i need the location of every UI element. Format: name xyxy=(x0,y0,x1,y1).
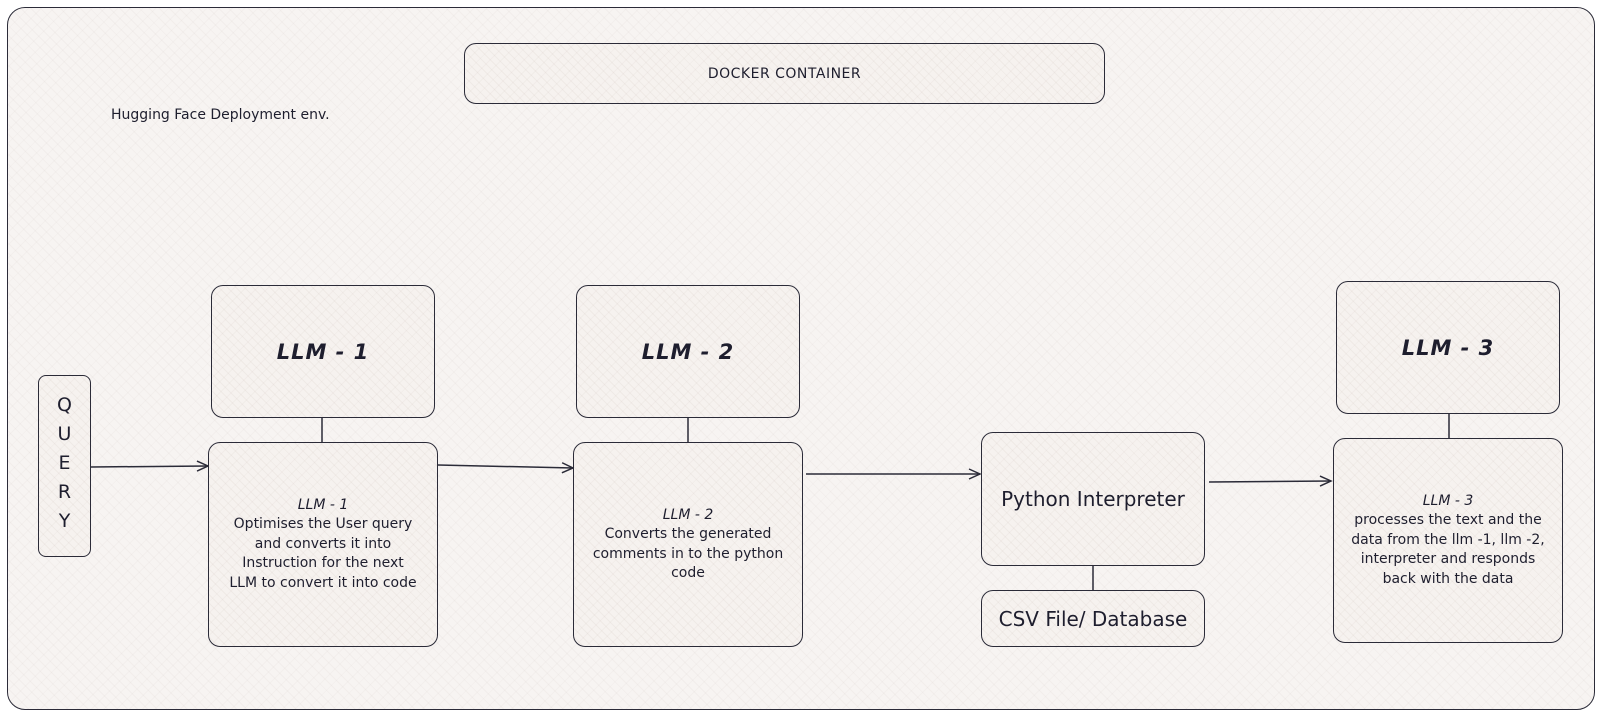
python-interpreter-label: Python Interpreter xyxy=(1001,487,1185,511)
llm1-description-box: LLM - 1 Optimises the User query and con… xyxy=(208,442,438,647)
llm3-description-title: LLM - 3 xyxy=(1422,492,1474,509)
docker-container-title: DOCKER CONTAINER xyxy=(707,65,862,82)
llm1-header-box: LLM - 1 xyxy=(211,285,435,418)
llm3-description-box: LLM - 3 processes the text and the data … xyxy=(1333,438,1563,643)
llm3-description-line: processes the text and the xyxy=(1354,512,1542,529)
llm1-description-line: Instruction for the next xyxy=(242,555,404,572)
query-label: QUERY xyxy=(53,393,76,539)
llm3-header-label: LLM - 3 xyxy=(1401,335,1495,360)
arrow-llm1-to-llm2 xyxy=(437,462,575,474)
llm3-header-box: LLM - 3 xyxy=(1336,281,1560,414)
llm3-description-line: interpreter and responds xyxy=(1360,551,1536,568)
llm2-description-title: LLM - 2 xyxy=(662,506,714,523)
csv-database-box: CSV File/ Database xyxy=(981,590,1205,647)
llm2-description-line: Converts the generated xyxy=(604,526,772,542)
arrow-query-to-llm1 xyxy=(90,460,210,472)
python-interpreter-box: Python Interpreter xyxy=(981,432,1205,566)
docker-container-title-box: DOCKER CONTAINER xyxy=(464,43,1105,104)
llm2-header-box: LLM - 2 xyxy=(576,285,800,418)
llm3-description-line: data from the llm -1, llm -2, xyxy=(1351,531,1545,548)
llm2-description-line: comments in to the python xyxy=(592,545,784,562)
llm1-description-title: LLM - 1 xyxy=(297,496,349,513)
environment-label: Hugging Face Deployment env. xyxy=(111,107,330,123)
llm3-description-line: back with the data xyxy=(1382,570,1514,587)
llm2-description-box: LLM - 2 Converts the generated comments … xyxy=(573,442,803,647)
llm2-header-label: LLM - 2 xyxy=(641,339,735,364)
query-box: QUERY xyxy=(38,375,91,557)
llm1-description-line: and converts it into xyxy=(254,535,392,552)
arrow-interpreter-to-llm3 xyxy=(1208,475,1333,487)
llm2-description-line: code xyxy=(671,565,705,581)
llm1-description-line: LLM to convert it into code xyxy=(229,574,417,591)
llm1-header-label: LLM - 1 xyxy=(276,339,370,364)
llm1-description-line: Optimises the User query xyxy=(233,516,413,533)
csv-database-label: CSV File/ Database xyxy=(998,606,1188,631)
